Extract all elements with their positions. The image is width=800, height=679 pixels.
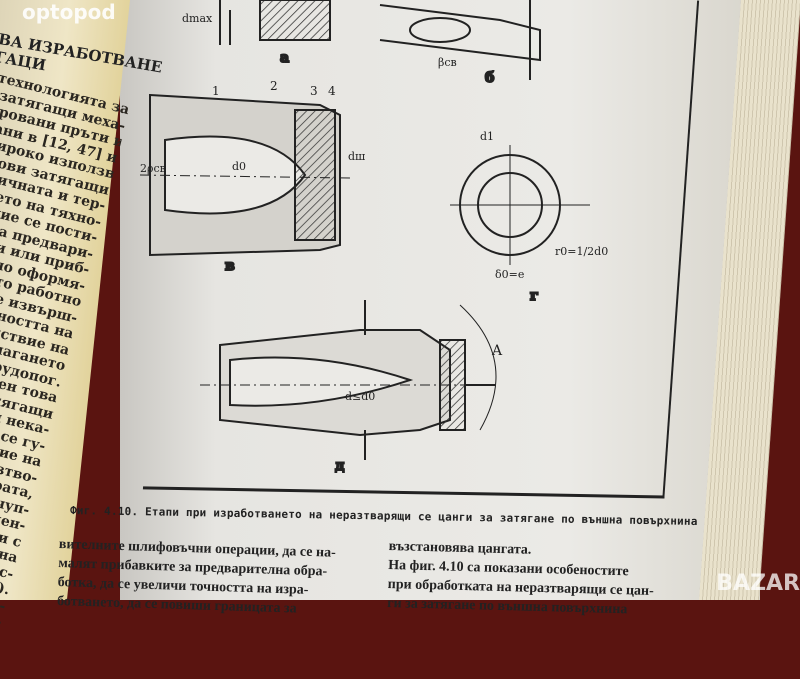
technical-drawing: dmax а βсв б в 1 2 3 4 2ρсв d0 dш г r0=1… <box>139 0 608 475</box>
callout-4: 4 <box>328 84 336 98</box>
watermark-logo: optopod <box>22 0 116 24</box>
dim-dmax: dmax <box>182 12 213 25</box>
dim-r0: r0=1/2d0 <box>555 245 608 258</box>
dim-A: A <box>491 343 503 359</box>
text-column-1: вителните шлифовъчни операции, да се на-… <box>57 535 336 620</box>
drawing-d: A d≤d0 д <box>200 300 503 475</box>
dim-beta: βсв <box>438 56 457 69</box>
dim-d0: d0 <box>232 160 246 173</box>
callout-3: 3 <box>310 84 318 98</box>
drawing-b: βсв б <box>379 0 541 87</box>
drawing-a: dmax а <box>182 0 331 67</box>
label-d: д <box>335 458 344 474</box>
bazar-watermark: BAZAR <box>716 571 800 596</box>
dim-d1: d1 <box>480 130 494 143</box>
label-b: б <box>485 70 494 86</box>
label-v: в <box>225 258 235 274</box>
callout-2: 2 <box>270 79 278 93</box>
dim-2rho: 2ρсв <box>140 162 166 175</box>
dim-dsh: dш <box>348 150 365 163</box>
dim-delta0: δ0=e <box>495 268 524 281</box>
text-column-2: възстановява цангата. На фиг. 4.10 са по… <box>387 537 655 620</box>
drawing-g: г r0=1/2d0 δ0=e d1 <box>450 130 608 305</box>
label-g: г <box>530 288 539 304</box>
dim-d: d≤d0 <box>345 390 375 403</box>
callout-1: 1 <box>212 84 220 98</box>
drawing-v: в 1 2 3 4 2ρсв d0 dш <box>139 79 365 275</box>
label-a: а <box>280 50 289 66</box>
